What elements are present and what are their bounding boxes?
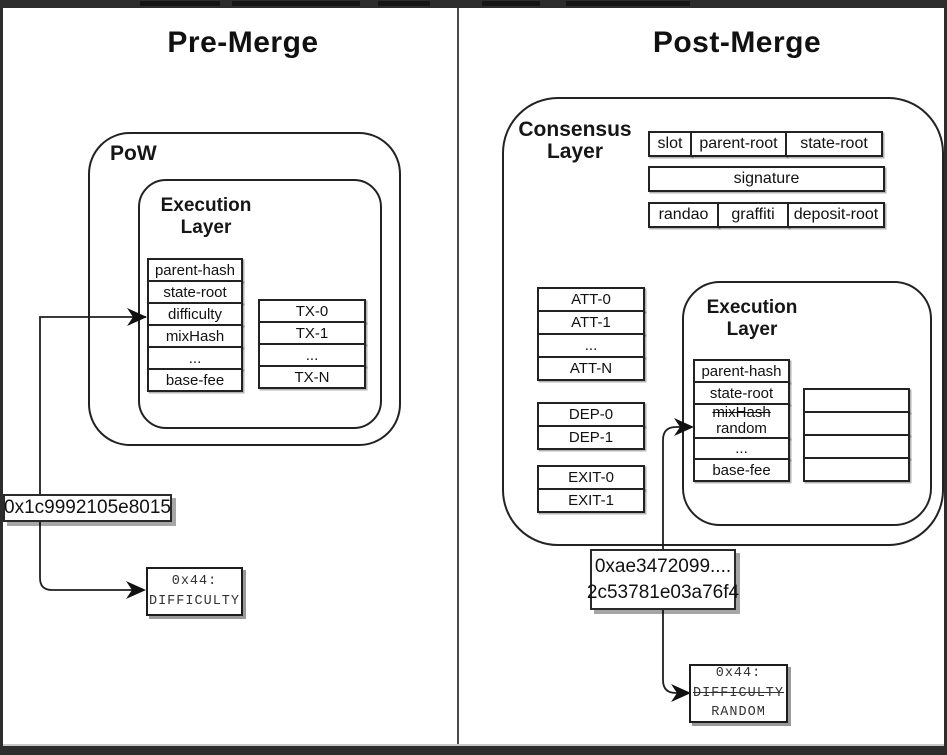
tx-stack-left: TX-0 TX-1 ... TX-N [258,299,366,389]
cropped-text-artifact [232,1,360,6]
attestation-item: ATT-N [537,356,645,381]
deposit-item: DEP-1 [537,425,645,450]
tx-item [803,388,910,413]
opcode-line: RANDOM [711,705,766,721]
beacon-header-row-2: signature [648,166,885,192]
pre-merge-title: Pre-Merge [167,26,319,59]
block-field-mixhash-random: mixHash random [693,403,790,439]
hash-line: 0xae3472099.... [594,555,732,577]
tx-item-ellipsis: ... [258,343,366,367]
cropped-text-artifact [482,1,540,6]
tx-item: TX-0 [258,299,366,323]
consensus-layer-label-line2: Layer [546,140,604,164]
execution-layer-label-line1: Execution [160,195,252,216]
right-chrome-edge [944,0,947,755]
tx-item [803,457,910,482]
beacon-field-randao: randao [648,202,719,228]
beacon-field-state-root: state-root [785,131,883,157]
exit-item: EXIT-1 [537,488,645,513]
execution-layer-container-left [138,179,382,429]
opcode-line: DIFFICULTY [148,593,240,609]
left-chrome-edge [0,0,3,755]
random-opcode-box: 0x44: DIFFICULTY RANDOM [689,664,788,723]
difficulty-hash-value-box: 0x1c9992105e8015 [3,494,172,522]
beacon-field-graffiti: graffiti [717,202,789,228]
arrowhead-to-random-opcode [671,684,691,702]
cropped-text-artifact [566,1,690,6]
block-field: parent-hash [693,359,790,383]
beacon-field-parent-root: parent-root [690,131,787,157]
attestation-item: ATT-1 [537,310,645,335]
execution-layer-label-left: Execution Layer [146,195,266,239]
attestation-item-ellipsis: ... [537,333,645,358]
block-field: base-fee [147,368,243,392]
cropped-text-artifact [378,1,430,6]
consensus-layer-container [502,97,944,546]
bottom-chrome-bar [0,746,947,755]
block-field: mixHash [147,324,243,348]
tx-item-ellipsis [803,434,910,459]
hash-line: 2c53781e03a76f4 [586,581,740,603]
beacon-field-signature: signature [648,166,885,192]
block-field: base-fee [693,458,790,482]
execution-layer-container-right [682,281,932,526]
beacon-header-row-3: randao graffiti deposit-root [648,202,885,228]
beacon-field-deposit-root: deposit-root [787,202,885,228]
post-merge-title: Post-Merge [652,26,822,59]
pow-container [88,132,401,446]
tx-stack-right [803,388,910,482]
mixhash-old-label: mixHash [712,404,771,422]
execution-layer-label-line1: Execution [706,297,798,318]
attestation-item: ATT-0 [537,287,645,312]
exit-stack: EXIT-0 EXIT-1 [537,465,645,513]
attestation-stack: ATT-0 ATT-1 ... ATT-N [537,287,645,381]
bottom-hairline [0,744,947,746]
block-field-ellipsis: ... [693,437,790,460]
tx-item: TX-1 [258,321,366,345]
block-header-stack-right: parent-hash state-root mixHash random ..… [693,359,790,482]
block-field: state-root [693,381,790,405]
difficulty-opcode-box: 0x44: DIFFICULTY [146,567,243,616]
cropped-text-artifact [140,1,220,6]
panel-divider [457,8,459,745]
execution-layer-label-line2: Layer [726,318,778,340]
random-hash-value-box: 0xae3472099.... 2c53781e03a76f4 [586,549,740,610]
beacon-field-slot: slot [648,131,692,157]
block-header-stack-left: parent-hash state-root difficulty mixHas… [147,258,243,392]
deposit-stack: DEP-0 DEP-1 [537,402,645,450]
deposit-item: DEP-0 [537,402,645,427]
opcode-line-difficulty-struck: DIFFICULTY [692,685,784,701]
block-field: parent-hash [147,258,243,282]
block-field-ellipsis: ... [147,346,243,370]
block-field-difficulty: difficulty [147,302,243,326]
beacon-header-row-1: slot parent-root state-root [648,131,883,157]
tx-item [803,411,910,436]
execution-layer-label-line2: Layer [180,216,232,238]
random-new-label: random [716,420,767,437]
opcode-line: 0x44: [171,573,218,589]
opcode-line: 0x44: [715,666,762,682]
block-field: state-root [147,280,243,304]
top-chrome-bar [0,0,947,8]
execution-layer-label-right: Execution Layer [692,297,812,341]
tx-item: TX-N [258,365,366,389]
exit-item: EXIT-0 [537,465,645,490]
arrowhead-to-difficulty-opcode [126,581,146,599]
